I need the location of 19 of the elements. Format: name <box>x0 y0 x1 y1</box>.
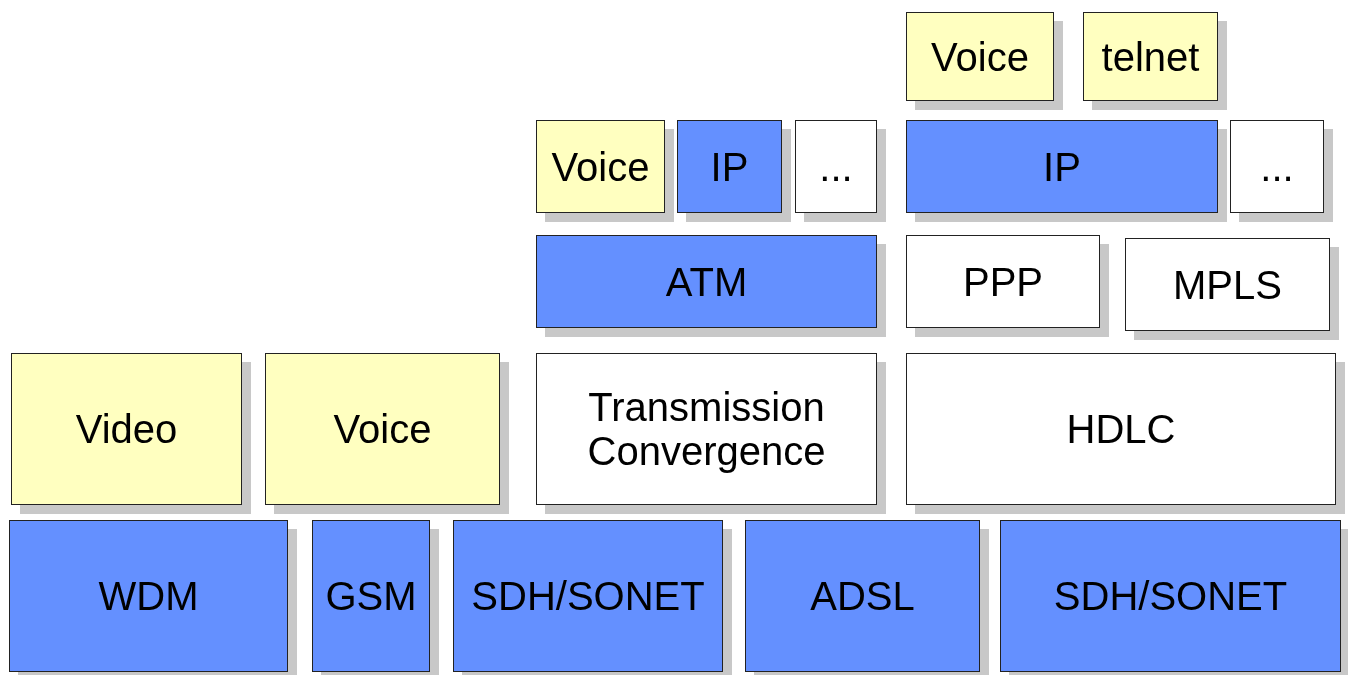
protocol-label: MPLS <box>1173 262 1282 307</box>
protocol-label: Voice <box>931 34 1029 79</box>
protocol-label: telnet <box>1101 34 1200 79</box>
protocol-label: Voice <box>333 407 432 451</box>
protocol-label: HDLC <box>1066 407 1176 451</box>
protocol-label: PPP <box>962 259 1043 304</box>
protocol-label: IP <box>710 144 749 189</box>
protocol-label: GSM <box>325 574 417 618</box>
protocol-label: Video <box>75 407 178 451</box>
protocol-label: ADSL <box>810 574 915 618</box>
protocol-label: IP <box>1043 144 1081 189</box>
protocol-label: SDH/SONET <box>471 574 705 618</box>
protocol-label: SDH/SONET <box>1053 574 1288 618</box>
protocol-label: WDM <box>98 574 199 618</box>
protocol-label: ATM <box>665 259 748 304</box>
protocol-label: Transmission Convergence <box>586 385 827 473</box>
protocol-label: Voice <box>551 144 650 189</box>
protocol-label: ... <box>1260 144 1294 189</box>
protocol-label: ... <box>819 144 853 189</box>
